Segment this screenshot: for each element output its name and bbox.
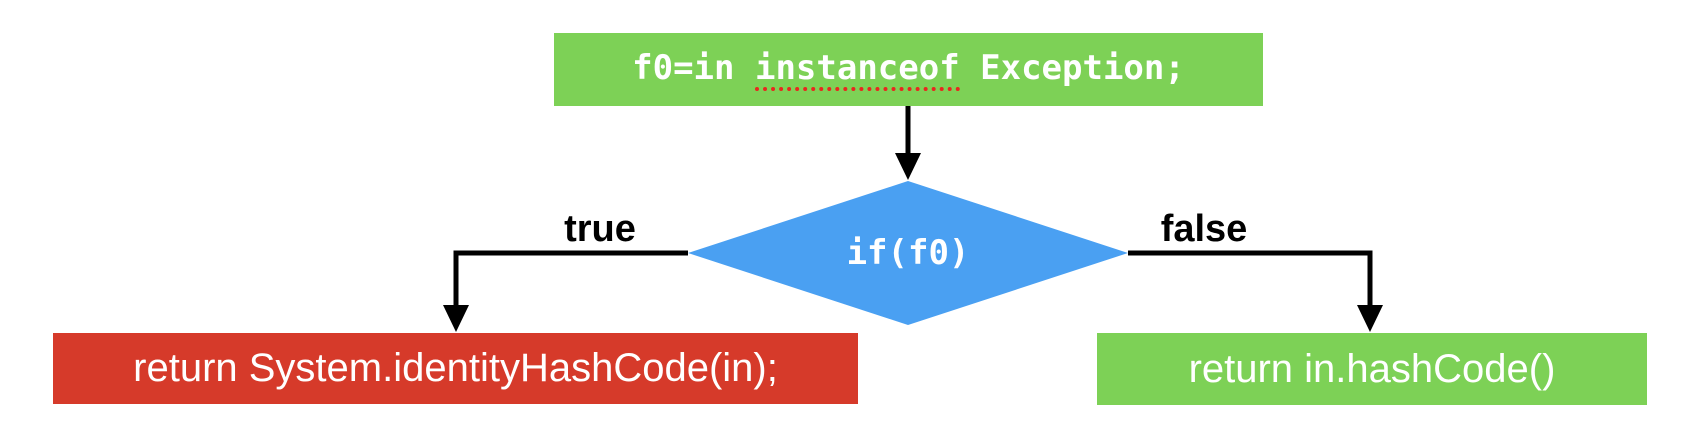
assignment-code: f0=in instanceof Exception; [632,48,1185,92]
arrow-true-branch [443,250,688,332]
start-node-assignment: f0=in instanceof Exception; [554,33,1263,106]
arrow-start-to-decision [895,106,921,180]
true-branch-label: true [564,208,636,250]
decision-node-label-wrap: if(f0) [688,181,1128,325]
true-result-node: return System.identityHashCode(in); [53,333,858,404]
code-prefix: f0=in [632,47,755,88]
true-result-code: return System.identityHashCode(in); [133,346,778,390]
false-result-node: return in.hashCode() [1097,333,1647,405]
decision-condition: if(f0) [846,233,970,273]
spellcheck-underlined-keyword: instanceof [754,50,960,92]
arrow-false-branch [1128,250,1383,332]
code-suffix: Exception; [959,47,1185,88]
false-result-code: return in.hashCode() [1188,346,1556,391]
decision-diamond-shape [688,181,1128,325]
false-branch-label: false [1160,208,1248,250]
